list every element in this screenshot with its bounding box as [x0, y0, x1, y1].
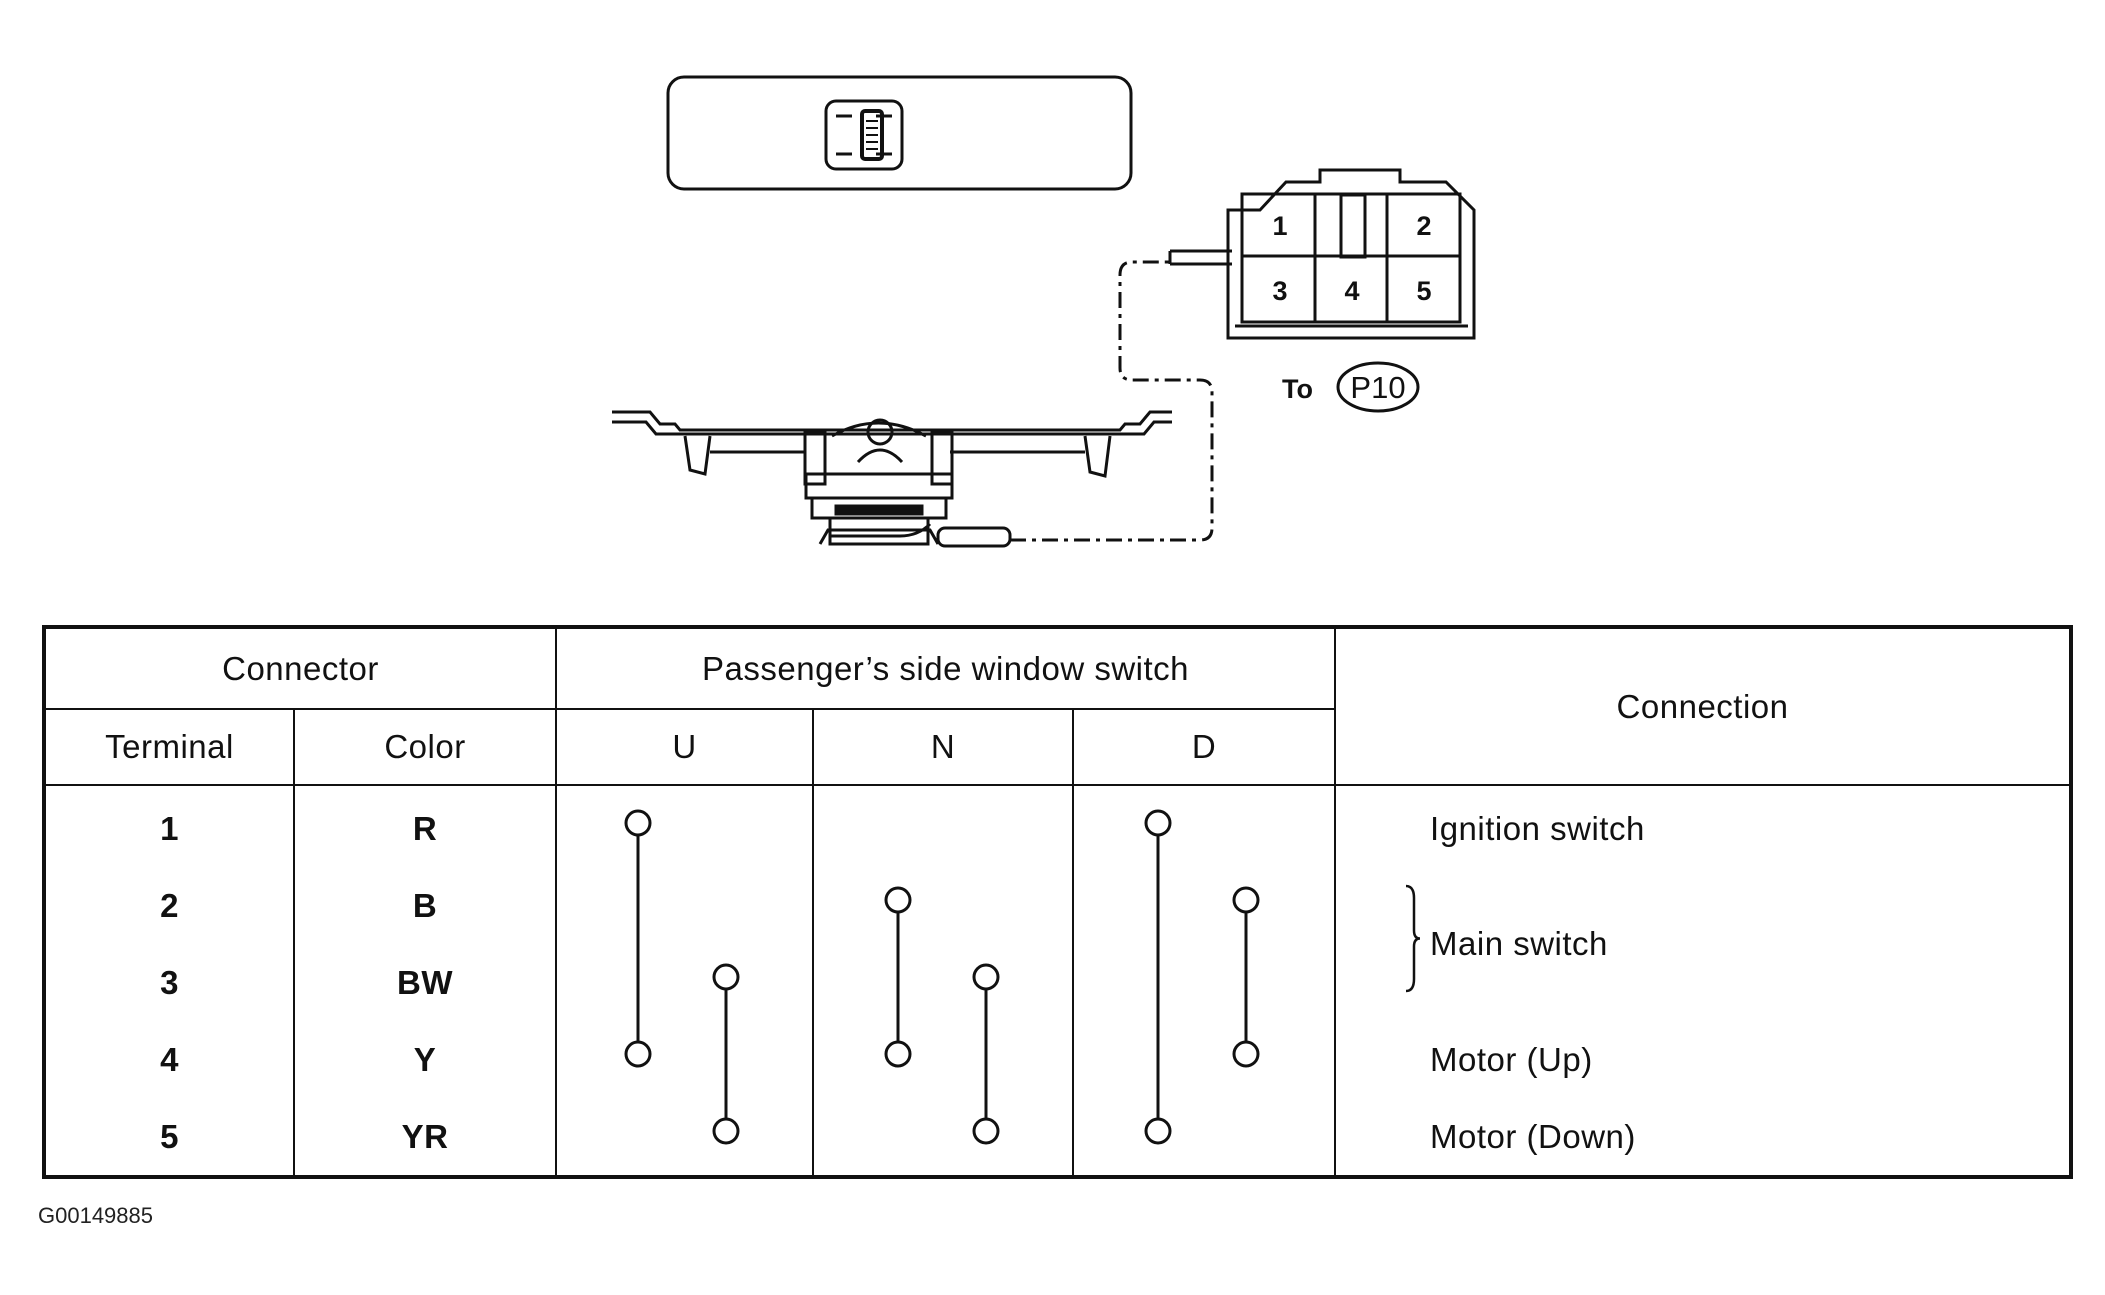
switch-u-cell	[555, 944, 815, 1021]
color-cell: BW	[292, 944, 558, 1021]
switch-illustration: 1 2 3 4 5 To P10	[612, 75, 1476, 548]
switch-face-plate	[666, 75, 1133, 191]
table-row: 2 B Main switch	[43, 867, 2073, 1021]
connector-code: P10	[1350, 370, 1405, 405]
switch-n-cell	[812, 785, 1075, 867]
header-position-d: D	[1072, 708, 1337, 786]
terminal-cell: 1	[43, 785, 295, 867]
switch-u-cell	[555, 1098, 815, 1178]
switch-n-cell	[812, 867, 1075, 944]
connector-pin-2: 2	[1416, 211, 1431, 241]
table-row: 1 R Ignition switch	[43, 785, 2073, 867]
header-color: Color	[292, 708, 558, 786]
header-terminal: Terminal	[43, 708, 295, 786]
color-cell: YR	[292, 1098, 558, 1178]
table-row: 5 YR Motor (Down)	[43, 1098, 2073, 1178]
header-position-u: U	[555, 708, 815, 786]
terminal-cell: 3	[43, 944, 295, 1021]
table-row: 4 Y Motor (Up)	[43, 1021, 2073, 1098]
switch-d-cell	[1072, 867, 1337, 944]
header-connection: Connection	[1334, 626, 2073, 786]
color-cell: B	[292, 867, 558, 944]
switch-d-cell	[1072, 1098, 1337, 1178]
connector-pin-1: 1	[1272, 211, 1287, 241]
header-connector: Connector	[42, 626, 558, 710]
switch-n-cell	[812, 1021, 1075, 1098]
terminal-cell: 4	[43, 1021, 295, 1098]
connection-cell: Ignition switch	[1334, 785, 2073, 867]
connector-pin-3: 3	[1272, 276, 1287, 306]
connection-cell: Motor (Down)	[1334, 1098, 2073, 1178]
header-switch: Passenger’s side window switch	[555, 626, 1337, 710]
terminal-cell: 2	[43, 867, 295, 944]
connection-cell: Motor (Up)	[1334, 1021, 2073, 1098]
connector-to-label: To	[1282, 374, 1313, 404]
switch-n-cell	[812, 944, 1075, 1021]
switch-d-cell	[1072, 785, 1337, 867]
switch-d-cell	[1072, 944, 1337, 1021]
connector-code-oval	[1336, 361, 1420, 413]
switch-cross-section	[612, 410, 1172, 548]
figure-code: G00149885	[38, 1203, 153, 1228]
connection-cell: Main switch	[1334, 867, 2073, 1021]
switch-u-cell	[555, 867, 815, 944]
color-cell: R	[292, 785, 558, 867]
connector-housing	[1226, 168, 1476, 340]
continuity-table: Connector Passenger’s side window switch…	[42, 625, 2074, 1179]
switch-n-cell	[812, 1098, 1075, 1178]
switch-u-cell	[555, 785, 815, 867]
table-row: 3 BW	[43, 944, 2071, 1021]
switch-u-cell	[555, 1021, 815, 1098]
switch-d-cell	[1072, 1021, 1337, 1098]
connector-pin-4: 4	[1344, 276, 1359, 306]
header-position-n: N	[812, 708, 1075, 786]
wire-harness-dashed	[1010, 260, 1214, 542]
connector-lead	[1168, 249, 1232, 266]
terminal-cell: 5	[43, 1098, 295, 1178]
connector-pin-5: 5	[1416, 276, 1431, 306]
color-cell: Y	[292, 1021, 558, 1098]
